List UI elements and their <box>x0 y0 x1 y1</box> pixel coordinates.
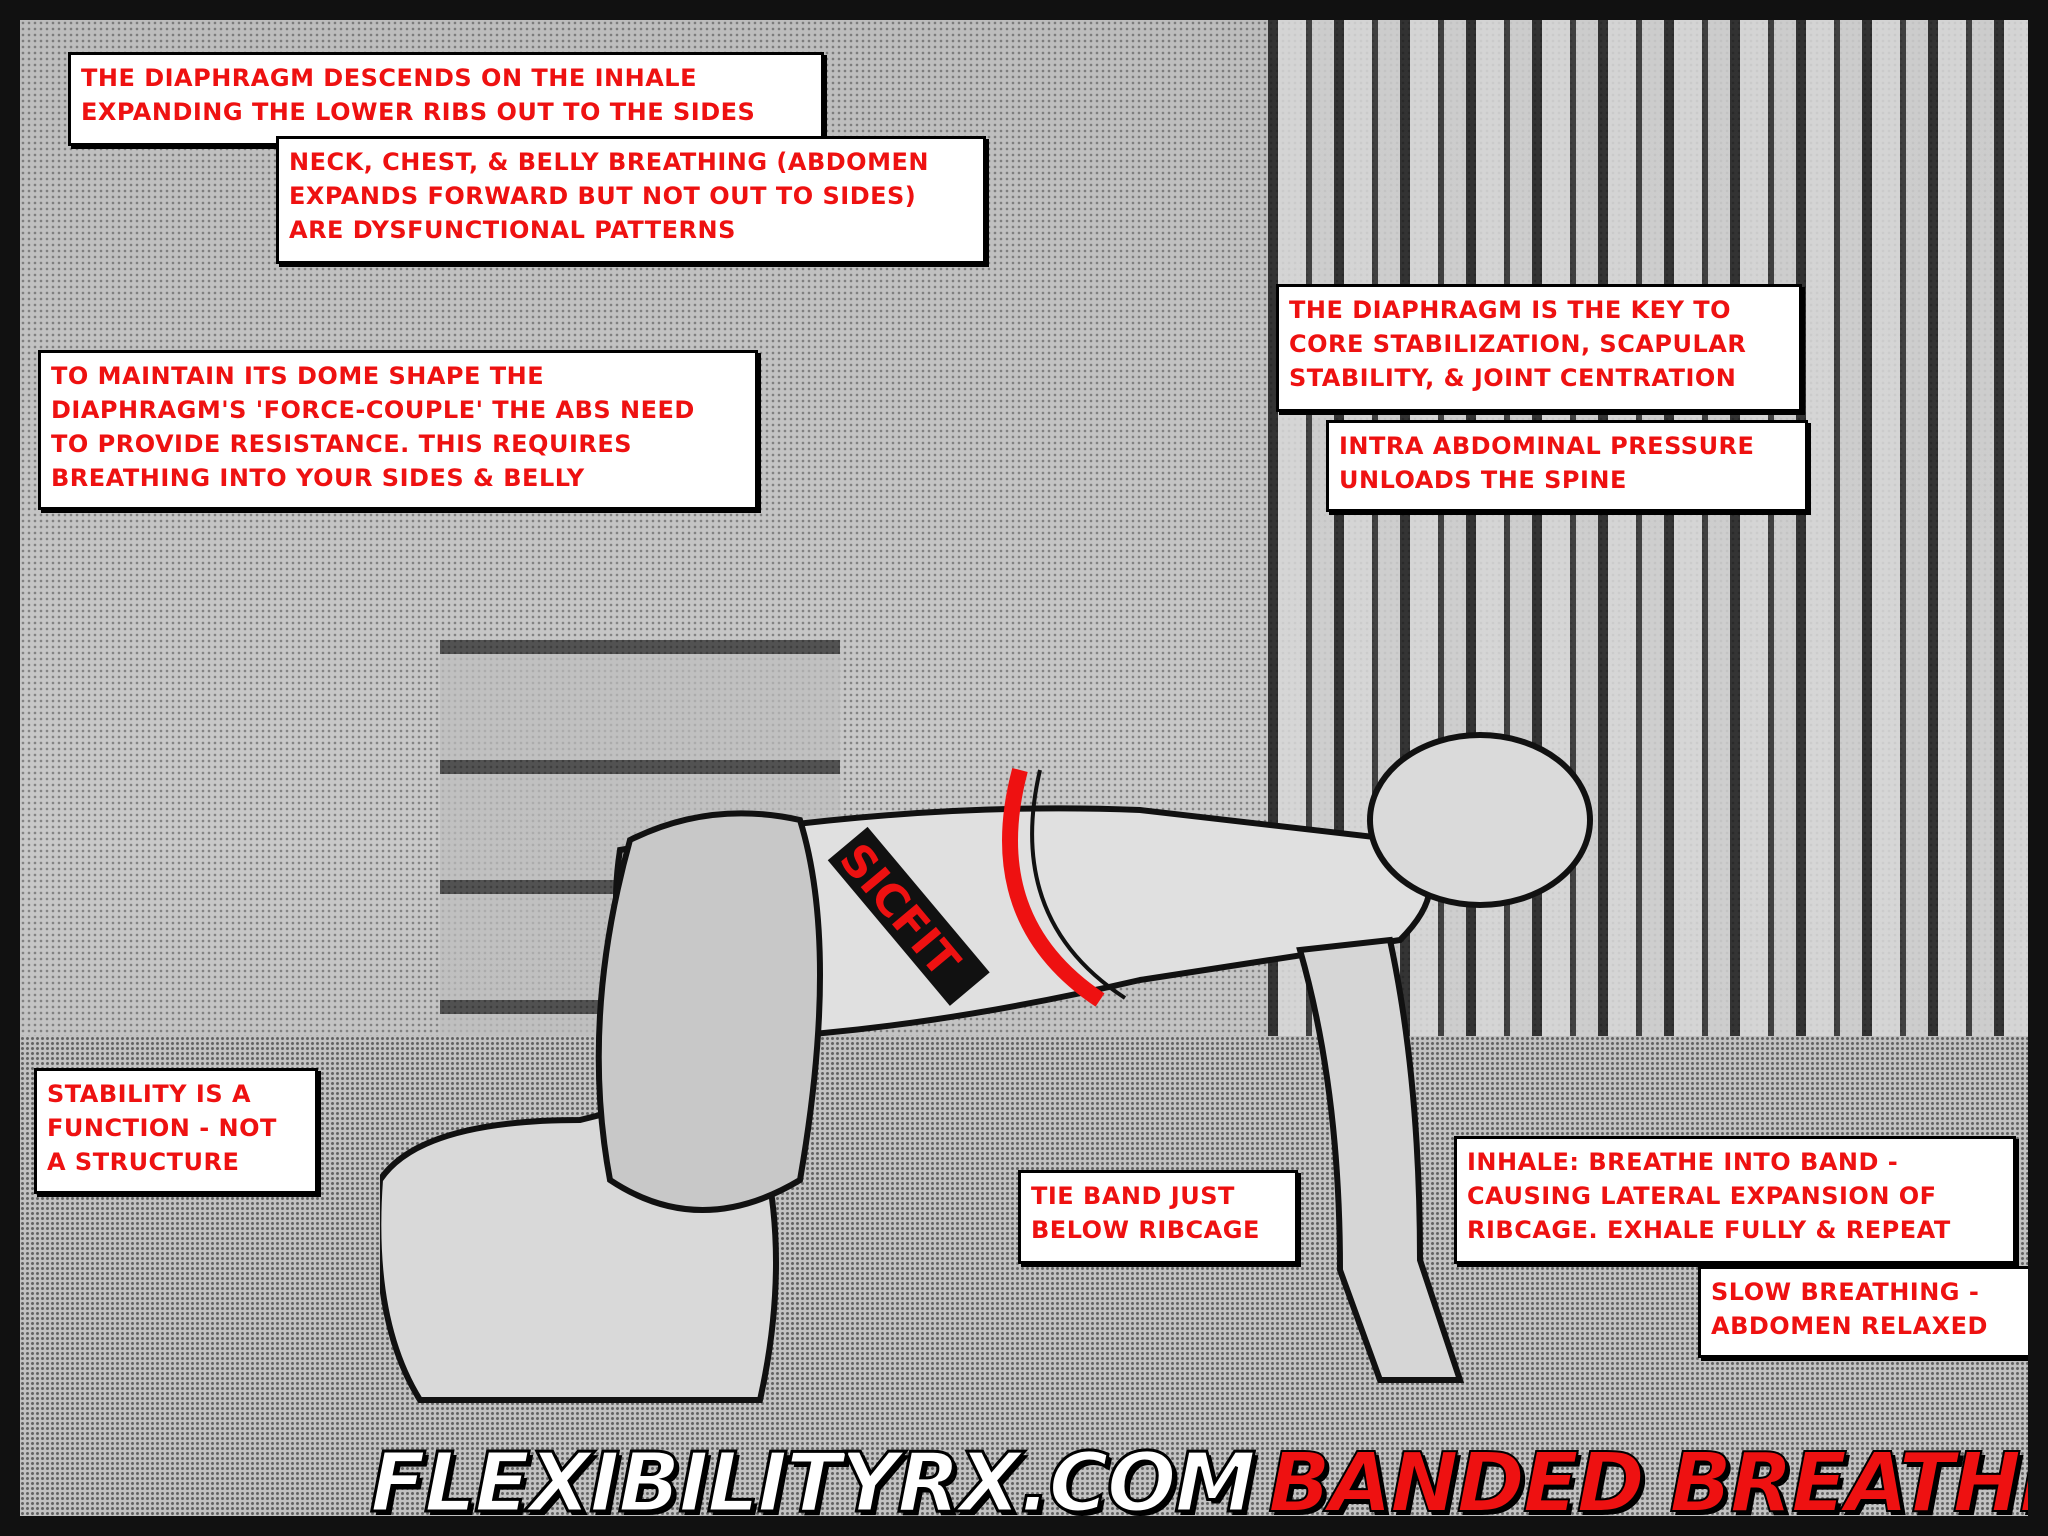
caption-tie-band: Tie band just below ribcage <box>1018 1170 1298 1264</box>
caption-slow-breathing: Slow breathing - abdomen relaxed <box>1698 1266 2028 1358</box>
caption-dome-shape: To maintain its dome shape the diaphragm… <box>38 350 758 510</box>
exercise-name: BANDED BREATHING <box>1267 1435 2048 1531</box>
caption-inhale-exhale: Inhale: breathe into band - causing late… <box>1454 1136 2016 1264</box>
person-quadruped-figure: SICFIT <box>380 732 1593 1403</box>
caption-stability-function: Stability is a function - not a structur… <box>34 1068 318 1194</box>
site-name: FLEXIBILITYRX.COM <box>368 1435 1257 1531</box>
gym-scene: SICFIT <box>20 20 2028 1516</box>
caption-diaphragm-descends: The diaphragm descends on the inhale exp… <box>68 52 824 146</box>
gym-floor <box>20 1036 2028 1516</box>
resistance-band <box>1002 767 1105 1007</box>
caption-diaphragm-key: The diaphragm is the key to core stabili… <box>1276 284 1802 412</box>
caption-intra-abdominal-pressure: Intra abdominal pressure unloads the spi… <box>1326 420 1808 512</box>
caption-dysfunctional-patterns: Neck, chest, & belly breathing (abdomen … <box>276 136 986 264</box>
